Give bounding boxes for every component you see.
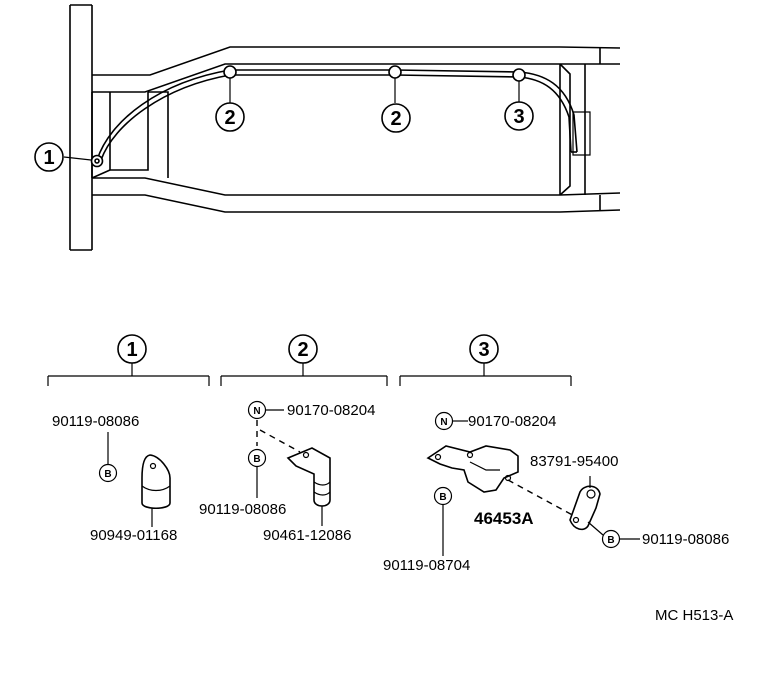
svg-text:B: B bbox=[439, 492, 446, 503]
fuel-pipe-clamp-icon bbox=[141, 454, 171, 510]
group-1-parts: 90119-08086 B 90949-01168 bbox=[52, 413, 177, 544]
group-2-parts: N 90170-08204 B 90119-08086 90461-12086 bbox=[199, 400, 375, 544]
svg-text:1: 1 bbox=[126, 339, 137, 361]
svg-text:2: 2 bbox=[224, 107, 235, 129]
group-header-3: 3 bbox=[399, 334, 572, 386]
bolt-symbol-icon: B bbox=[601, 529, 621, 549]
pipe-clamp-bracket-icon bbox=[286, 447, 331, 507]
clamp-point-3 bbox=[512, 68, 526, 82]
bolt-symbol-icon: B bbox=[433, 486, 453, 506]
svg-text:N: N bbox=[253, 406, 260, 417]
part-number-bolt: 90119-08086 bbox=[199, 501, 286, 518]
svg-text:1: 1 bbox=[43, 147, 54, 169]
callout-2a: 2 bbox=[215, 102, 245, 132]
diagram-code: MC H513-A bbox=[655, 607, 733, 624]
part-number-bolt-right: 90119-08086 bbox=[642, 531, 729, 548]
nut-symbol-icon: N bbox=[434, 411, 454, 431]
svg-text:B: B bbox=[104, 469, 111, 480]
bolt-symbol-icon: B bbox=[247, 448, 267, 468]
svg-text:N: N bbox=[440, 417, 447, 428]
part-number-clamp: 90949-01168 bbox=[90, 527, 177, 544]
callout-1: 1 bbox=[34, 142, 64, 172]
part-number-clamp: 90461-12086 bbox=[263, 527, 351, 544]
bolt-symbol-icon: B bbox=[98, 463, 118, 483]
part-number-bracket: 46453A bbox=[474, 509, 534, 528]
callout-3: 3 bbox=[504, 101, 534, 131]
part-number-nut: 90170-08204 bbox=[287, 402, 375, 419]
svg-text:B: B bbox=[607, 535, 614, 546]
pipe-bracket-icon bbox=[426, 445, 519, 493]
svg-text:B: B bbox=[253, 454, 260, 465]
frame-illustration bbox=[63, 4, 621, 251]
group-header-1: 1 bbox=[47, 334, 210, 386]
part-number-bolt: 90119-08086 bbox=[52, 413, 139, 430]
svg-text:3: 3 bbox=[478, 339, 489, 361]
callout-2b: 2 bbox=[381, 103, 411, 133]
svg-text:2: 2 bbox=[297, 339, 308, 361]
clamp-point-2a bbox=[223, 65, 237, 79]
group-header-2: 2 bbox=[220, 334, 388, 386]
nut-symbol-icon: N bbox=[247, 400, 267, 420]
clamp-point-2b bbox=[388, 65, 402, 79]
part-number-nut: 90170-08204 bbox=[468, 413, 556, 430]
part-number-clamp: 83791-95400 bbox=[530, 453, 618, 470]
svg-text:2: 2 bbox=[390, 108, 401, 130]
part-number-bolt-upper: 90119-08704 bbox=[383, 557, 470, 574]
group-3-parts: N 90170-08204 46453A 83791-95400 B 90119… bbox=[383, 411, 729, 574]
svg-text:3: 3 bbox=[513, 106, 524, 128]
pipe-clamp-icon bbox=[569, 485, 601, 531]
